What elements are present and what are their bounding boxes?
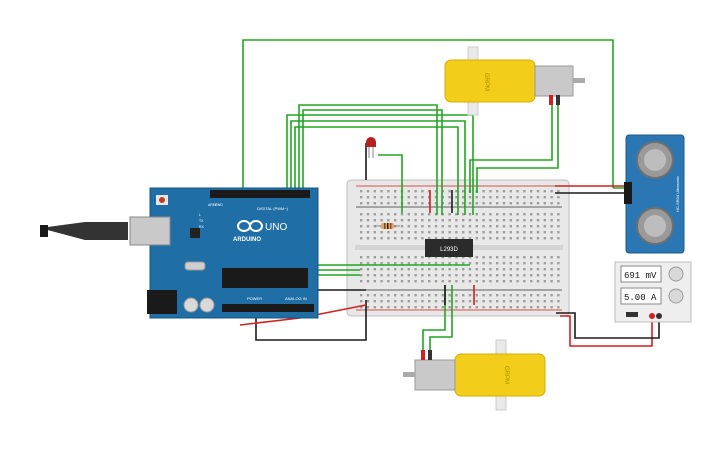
wire-motor-bottom-a [422,285,446,352]
wire-psu-pos [560,315,653,347]
analog-label: ANALOG IN [285,296,307,301]
red-led[interactable] [366,137,376,158]
rx-label: RX [199,225,205,229]
wire-motor-bottom-b [429,285,453,352]
digital-label: DIGITAL (PWM~) [257,206,289,211]
wire-sensor-trig [242,39,614,193]
motor-bottom-label: GRPM [503,366,509,384]
power-switch[interactable] [626,312,638,317]
wire-d4 [298,104,438,215]
arduino-model: UNO [265,222,287,233]
current-display: 5.00 A [624,293,657,303]
wire-psu-neg [556,312,660,339]
wire-d3 [294,126,459,215]
gnd-label: GND [215,203,223,207]
wire-d5 [302,109,443,215]
wire-d2 [290,120,466,215]
digital-header [210,190,310,198]
power-label: POWER [247,296,262,301]
aref-label: AREF [208,203,217,207]
motor-top[interactable]: GRPM [444,46,585,116]
l293d-label: L293D [440,247,458,253]
wire-led [378,154,403,213]
usb-cable [40,222,128,240]
wire-d1 [286,114,474,215]
usb-port [129,216,171,246]
current-knob-icon [668,288,684,304]
reset-button [159,197,165,203]
wire-motor-top-a [469,105,553,193]
ultrasonic-sensor[interactable]: HC-SR04 Ultrasonic [624,134,685,254]
power-supply[interactable]: 691 mV 5.00 A [614,261,692,323]
voltage-knob-icon [668,266,684,282]
atmega-chip [222,268,308,288]
wire-motor-top-b [476,105,559,193]
motor-top-label: GRPM [483,73,489,91]
positive-terminal [649,313,655,319]
dc-jack [147,290,177,314]
resistor[interactable] [375,223,400,229]
negative-terminal [656,313,662,319]
motor-bottom[interactable]: GRPM [403,339,546,411]
arduino-logo-icon [237,220,263,232]
arduino-brand: ARDUINO [233,237,261,243]
voltage-display: 691 mV [624,271,657,281]
analog-header [222,304,314,312]
ultrasonic-label: HC-SR04 Ultrasonic [675,176,680,212]
l293d-chip[interactable]: L293D [425,239,473,257]
l-label: L [199,213,201,217]
arduino-uno[interactable]: UNO ARDUINO DIGITAL (PWM~) POWER ANALOG … [40,187,319,319]
tx-label: TX [199,219,204,223]
